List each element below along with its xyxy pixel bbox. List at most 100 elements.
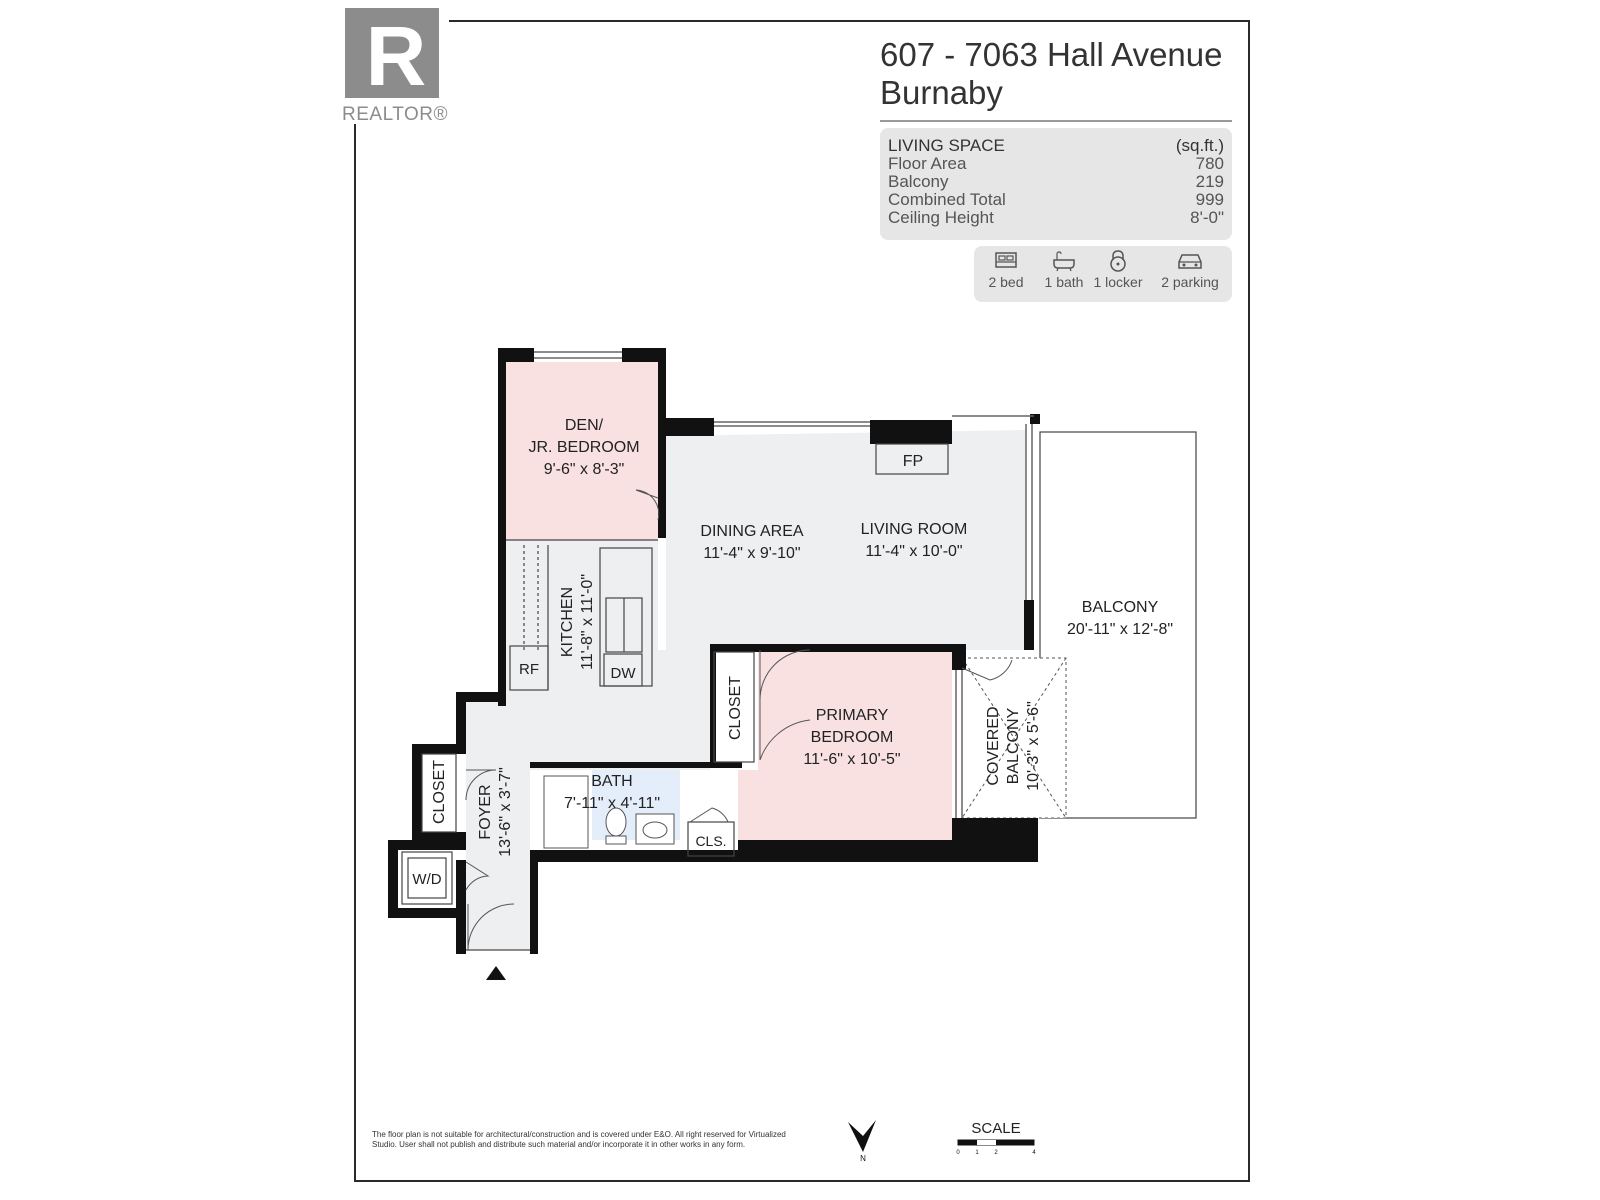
disclaimer: The floor plan is not suitable for archi…: [372, 1130, 786, 1149]
wall-segment: [456, 692, 466, 754]
bath-dims: 7'-11" x 4'-11": [564, 795, 660, 812]
primary-name-1: PRIMARY: [816, 707, 889, 724]
fp-label: FP: [903, 453, 923, 470]
entry-arrow-icon: [486, 966, 506, 980]
wall-segment: [498, 348, 506, 706]
scale-tick: 0: [956, 1150, 960, 1156]
scale-graphic: 0 1 2 4: [956, 1139, 1036, 1156]
covered-dims: 10'-3" x 5'-6": [1025, 701, 1042, 791]
washer-dryer-frame: [401, 851, 453, 905]
fireplace-wall: [870, 420, 952, 444]
living-space-header: LIVING SPACE (sq.ft.): [888, 136, 1224, 155]
dining-living-fill: [666, 430, 1026, 650]
amenity-bed: 2 bed: [984, 250, 1028, 298]
entry-door-swing: [467, 903, 515, 951]
primary-name-2: BEDROOM: [811, 729, 894, 746]
stat-value: 219: [1195, 172, 1224, 191]
kitchen-name: KITCHEN: [559, 587, 576, 657]
car-icon: [1178, 254, 1202, 269]
living-space-unit: (sq.ft.): [1175, 136, 1224, 155]
stat-row-combined-total: Combined Total 999: [888, 190, 1224, 209]
wall-segment: [1030, 414, 1040, 424]
scale-segment: [996, 1140, 1034, 1145]
covered-name-1: COVERED: [985, 706, 1002, 785]
wall-segment: [412, 832, 466, 842]
north-arrow-icon: N: [848, 1120, 876, 1162]
wall-segment: [738, 840, 1038, 862]
toilet-tank: [605, 835, 627, 845]
lock-icon: [1110, 250, 1126, 272]
wall-segment: [658, 418, 714, 436]
wall-segment: [456, 692, 506, 702]
address-line-1: 607 - 7063 Hall Avenue: [880, 36, 1223, 73]
wall-segment: [412, 744, 466, 754]
closet-bed-label: CLOSET: [727, 676, 744, 740]
kitchen-dims: 11'-8" x 11'-0": [579, 574, 596, 670]
kitchen-foyer-fill: [466, 540, 710, 950]
stat-label: Balcony: [888, 172, 949, 191]
balcony-name: BALCONY: [1082, 599, 1159, 616]
realtor-logo: R REALTOR®: [341, 6, 449, 125]
scale-title: SCALE: [971, 1120, 1021, 1137]
wd-label: W/D: [412, 871, 441, 888]
amenity-bath: 1 bath: [1040, 250, 1088, 298]
logo-box: R: [345, 8, 439, 98]
covered-name-2: BALCONY: [1005, 707, 1022, 784]
logo-text: REALTOR®: [342, 104, 448, 125]
door-swing: [635, 489, 660, 521]
amenity-locker: 1 locker: [1090, 250, 1146, 298]
wall-segment: [388, 840, 466, 850]
wall-segment: [530, 850, 538, 954]
covered-balcony-diagonal: [961, 657, 1067, 819]
den-dims: 9'-6" x 8'-3": [544, 461, 625, 478]
bath-fixtures: [543, 775, 675, 849]
stat-row-balcony: Balcony 219: [888, 172, 1224, 191]
balcony-dims: 20'-11" x 12'-8": [1067, 621, 1173, 638]
stat-label: Ceiling Height: [888, 208, 994, 227]
wall-segment: [622, 348, 666, 362]
refrigerator: [509, 645, 549, 691]
bath-name: BATH: [591, 773, 632, 790]
wall-segment: [456, 860, 466, 954]
logo-letter: R: [365, 9, 427, 103]
cls-closet: [687, 821, 735, 857]
stat-value: 8'-0": [1190, 208, 1224, 227]
stat-row-floor-area: Floor Area 780: [888, 154, 1224, 173]
doors: [465, 489, 1013, 951]
wall-segment: [532, 850, 742, 862]
bath-sink: [642, 821, 668, 839]
stat-value: 999: [1195, 190, 1224, 209]
address-line-2: Burnaby: [880, 74, 1003, 111]
rf-label: RF: [519, 661, 539, 678]
door-swing: [465, 769, 497, 801]
door-swing: [759, 649, 811, 701]
door-swing: [689, 807, 729, 823]
door-swing: [961, 659, 1013, 681]
dining-name: DINING AREA: [700, 523, 803, 540]
compass-needle: [848, 1120, 876, 1152]
scale-segment: [977, 1140, 996, 1145]
amenities-panel: 2 bed 1 bath 1 locker 2 parking: [974, 246, 1232, 302]
scale-tick: 1: [975, 1150, 979, 1156]
address-divider: [880, 120, 1232, 122]
primary-dims: 11'-6" x 10'-5": [803, 751, 900, 768]
wall-segment: [710, 650, 716, 762]
stat-value: 780: [1195, 154, 1224, 173]
living-space-title: LIVING SPACE: [888, 136, 1005, 155]
foyer-name: FOYER: [477, 784, 494, 839]
door-swing: [465, 861, 490, 891]
amenity-label: 1 locker: [1093, 274, 1143, 290]
foyer-closet: [421, 753, 457, 833]
windows: [466, 351, 1034, 951]
stat-label: Combined Total: [888, 190, 1006, 209]
amenity-label: 2 parking: [1161, 274, 1219, 290]
interior-lines: [401, 443, 949, 905]
primary-bedroom-fill: [738, 650, 952, 840]
living-name: LIVING ROOM: [861, 521, 968, 538]
wall-segment: [658, 348, 666, 538]
scale-bar: SCALE 0 1 2 4: [954, 1120, 1038, 1160]
wall-segment: [388, 840, 398, 918]
stat-row-ceiling-height: Ceiling Height 8'-0": [888, 208, 1224, 227]
scale-segment: [958, 1140, 977, 1145]
